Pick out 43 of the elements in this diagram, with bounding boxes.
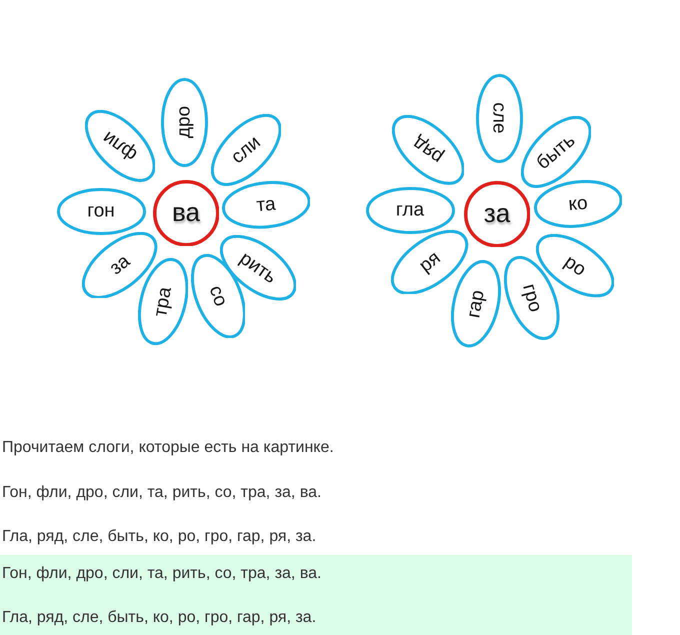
syllable-text: ря <box>416 248 444 276</box>
flower-petal <box>82 232 158 298</box>
flower-petal <box>210 114 282 186</box>
syllable-text: за <box>484 200 510 226</box>
syllable-text: быть <box>533 130 579 174</box>
flower-petal <box>504 256 560 340</box>
answer-panel <box>0 555 632 635</box>
flower-petal <box>391 230 469 294</box>
syllable-text: сле <box>490 102 508 134</box>
syllable-text: тра <box>151 286 175 318</box>
syllable-text: гар <box>464 288 488 320</box>
syllable-text: со <box>206 283 230 309</box>
flower-petal <box>222 181 310 229</box>
flower-petal <box>366 186 454 234</box>
syllable-text: ряд <box>410 133 446 167</box>
flower-petal <box>476 74 522 162</box>
syllable-text: гон <box>87 202 115 220</box>
syllable-text: ко <box>568 194 588 214</box>
flower-petal <box>534 180 622 228</box>
syllable-text: за <box>106 252 134 278</box>
syllable-text: ва <box>172 198 200 225</box>
flower-petal <box>56 188 146 234</box>
syllable-text: фли <box>99 128 141 164</box>
syllable-text: гро <box>519 282 545 314</box>
answer-text: Гон, фли, дро, сли, та, рить, со, тра, за, ва. <box>2 564 322 584</box>
answer-text: Гла, ряд, сле, быть, ко, ро, гро, гар, ря, за. <box>2 608 316 628</box>
flower-center <box>464 180 530 248</box>
syllable-text: ро <box>560 252 590 280</box>
flower-center <box>152 180 220 246</box>
flower-petal <box>392 115 464 185</box>
flower-petal <box>138 258 188 346</box>
flower-petal <box>451 260 501 348</box>
syllable-text: сли <box>228 132 264 168</box>
syllable-text: гла <box>396 200 424 220</box>
syllable-text: дро <box>174 106 194 138</box>
syllable-text: та <box>256 194 276 216</box>
instruction-text: Прочитаем слоги, которые есть на картинке. <box>2 438 334 458</box>
answer-text: Гла, ряд, сле, быть, ко, ро, гро, гар, ря, за. <box>2 527 316 547</box>
answer-text: Гон, фли, дро, сли, та, рить, со, тра, за, ва. <box>2 483 322 503</box>
flower-petal <box>160 78 208 166</box>
syllable-text: рить <box>236 248 280 288</box>
flower-petal <box>520 116 592 188</box>
flower-petal <box>84 110 156 182</box>
